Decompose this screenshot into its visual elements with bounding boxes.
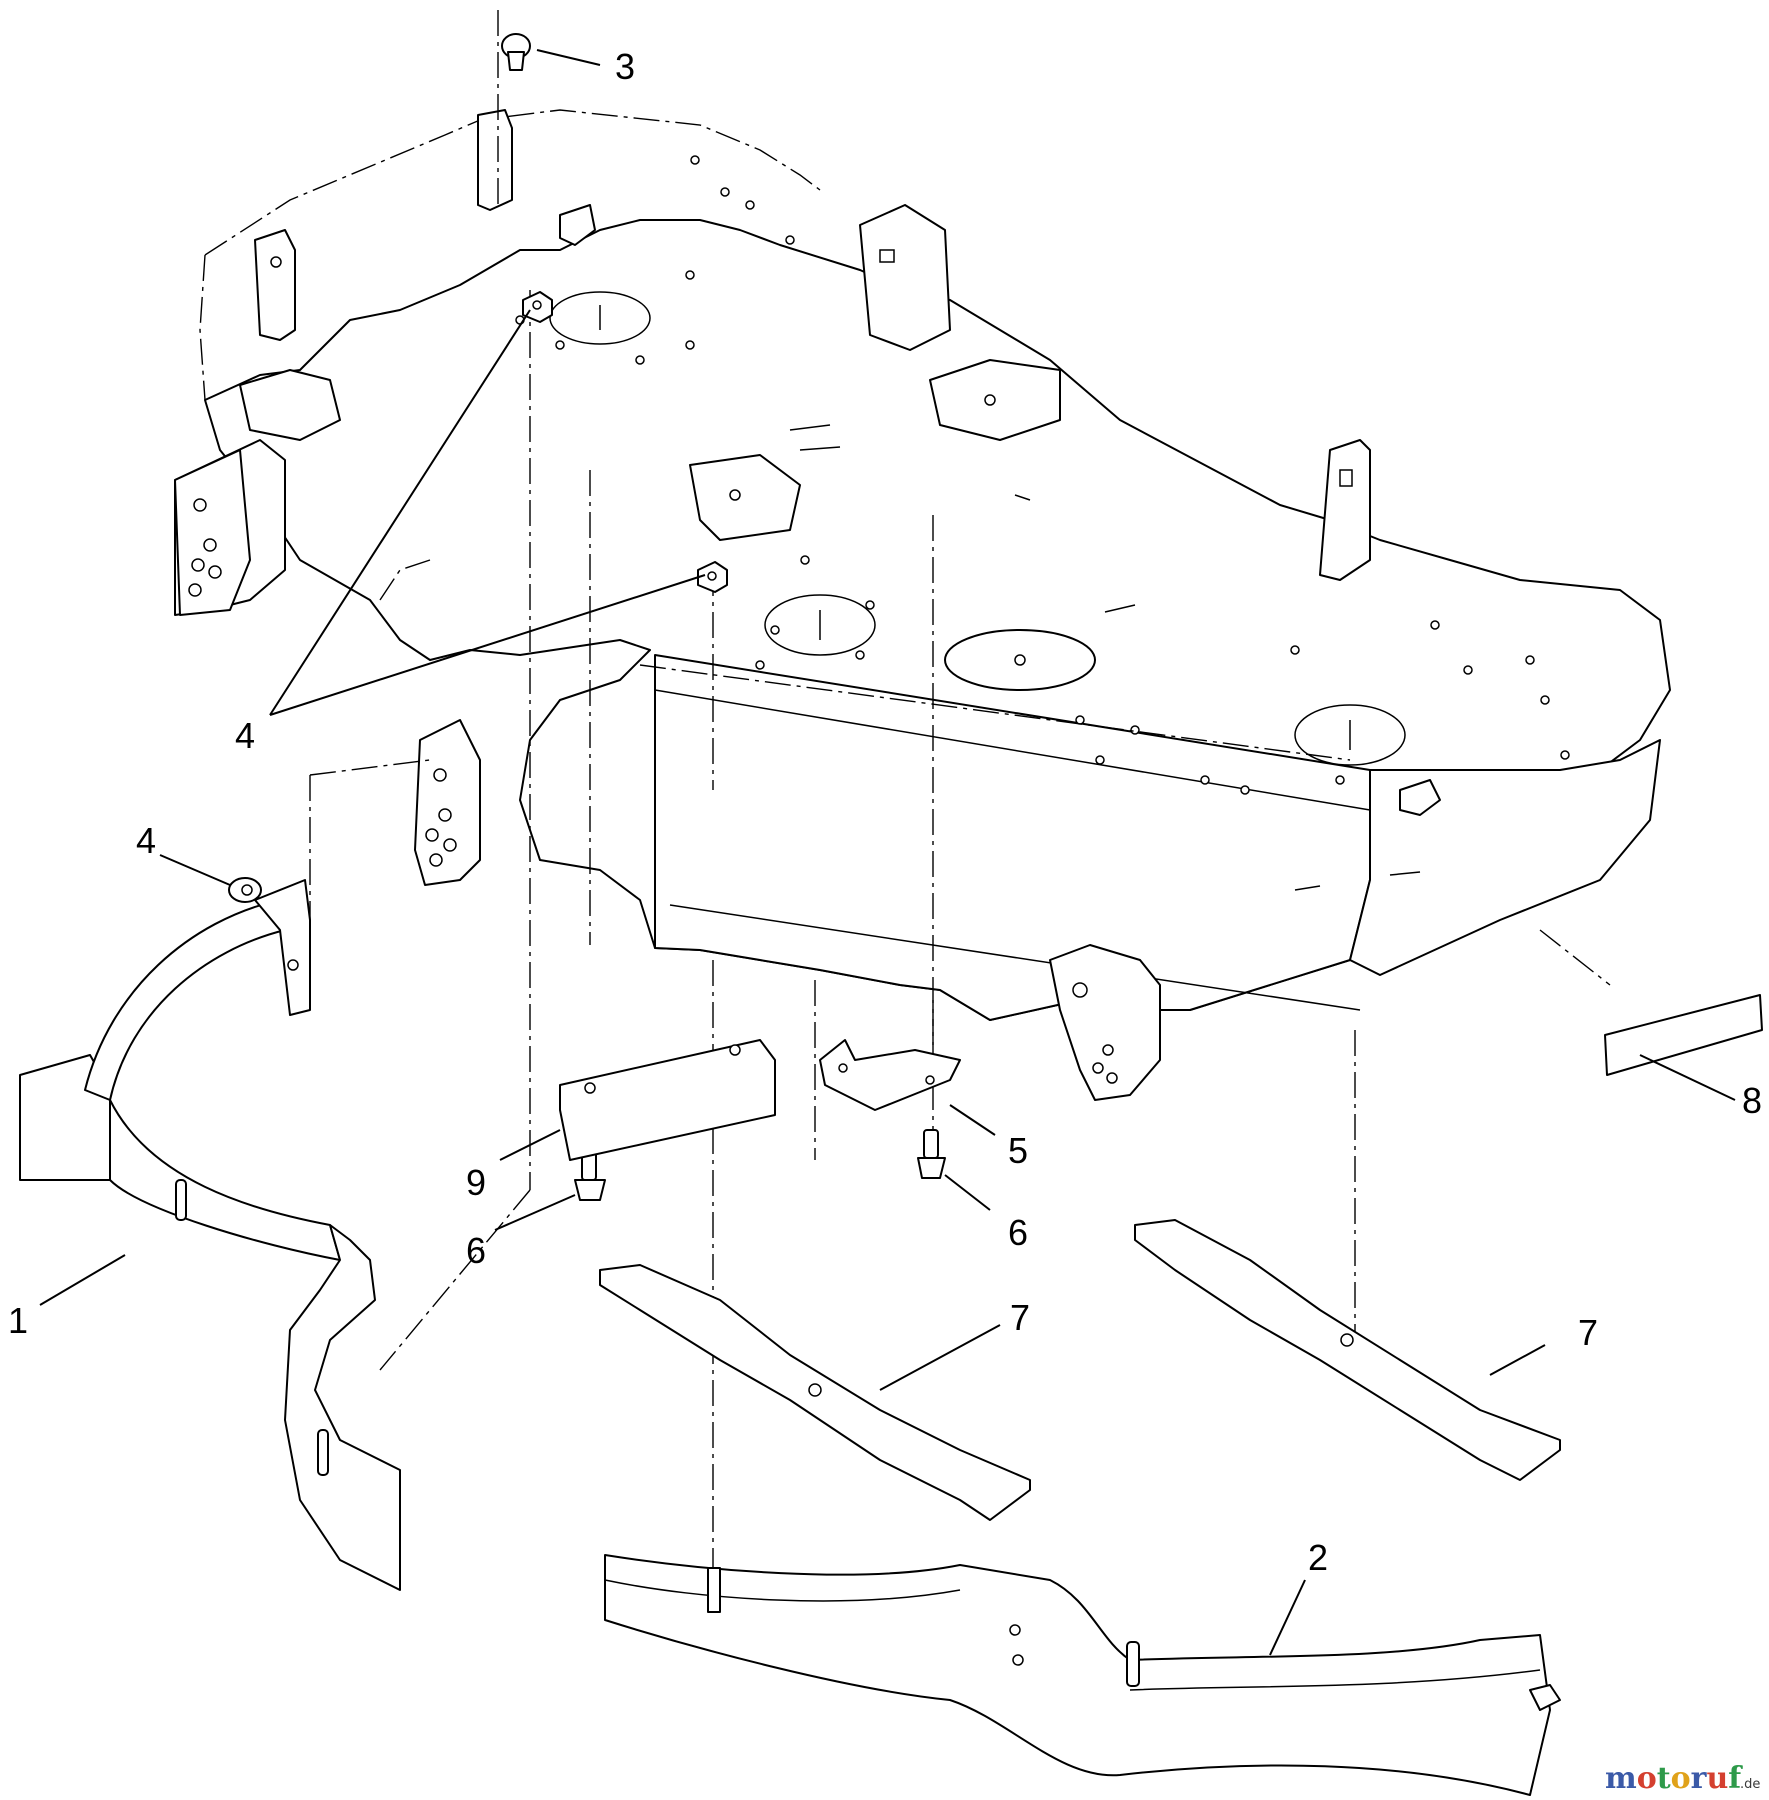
leader-lines	[39, 49, 1736, 1656]
callout-2: 2	[1308, 1537, 1328, 1578]
leader-3	[536, 49, 601, 66]
callout-6a: 6	[466, 1230, 486, 1271]
watermark-letter: o	[1671, 1761, 1691, 1796]
callout-8: 8	[1742, 1080, 1762, 1121]
watermark-letter: t	[1657, 1761, 1671, 1796]
watermark-letter: m	[1605, 1761, 1637, 1796]
callout-5: 5	[1008, 1130, 1028, 1171]
callout-labels: 1 2 3 4 4 5 6 6 7 7 8 9	[8, 46, 1762, 1578]
part-4-nuts	[228, 291, 728, 903]
callout-7a: 7	[1010, 1297, 1030, 1338]
callout-3: 3	[615, 46, 635, 87]
leader-9	[499, 1129, 561, 1161]
leader-6b	[944, 1174, 991, 1211]
leader-1	[39, 1254, 126, 1306]
callout-7b: 7	[1578, 1312, 1598, 1353]
part-2-front-baffle	[604, 1554, 1561, 1796]
watermark-letter: u	[1706, 1761, 1728, 1796]
leader-6a	[494, 1194, 576, 1231]
callout-6b: 6	[1008, 1212, 1028, 1253]
watermark-letter: o	[1637, 1761, 1657, 1796]
part-7-blades	[599, 1219, 1561, 1521]
leader-2	[1269, 1579, 1306, 1656]
watermark-letter: r	[1691, 1761, 1708, 1796]
mower-deck-housing	[174, 109, 1671, 1101]
part-3-plug	[501, 33, 531, 71]
leader-4a	[269, 309, 531, 716]
part-1-left-baffle	[19, 879, 401, 1591]
callout-9: 9	[466, 1162, 486, 1203]
leader-8	[1639, 1054, 1736, 1101]
part-8-decal	[1604, 994, 1763, 1076]
leader-4b	[269, 574, 706, 716]
svg-text:.de: .de	[1740, 1777, 1760, 1792]
leader-4c	[159, 854, 231, 886]
svg-text:motoruf: motoruf	[1605, 1761, 1743, 1796]
watermark-letter: f	[1728, 1761, 1743, 1796]
part-9-deflector	[559, 1039, 776, 1161]
callout-4a: 4	[235, 715, 255, 756]
watermark-logo: motoruf .de	[1605, 1761, 1760, 1796]
leader-7a	[879, 1324, 1001, 1391]
callout-1: 1	[8, 1300, 28, 1341]
leader-5	[949, 1104, 996, 1136]
part-5-bracket	[819, 1039, 961, 1111]
leader-7b	[1489, 1344, 1546, 1376]
callout-4b: 4	[136, 820, 156, 861]
